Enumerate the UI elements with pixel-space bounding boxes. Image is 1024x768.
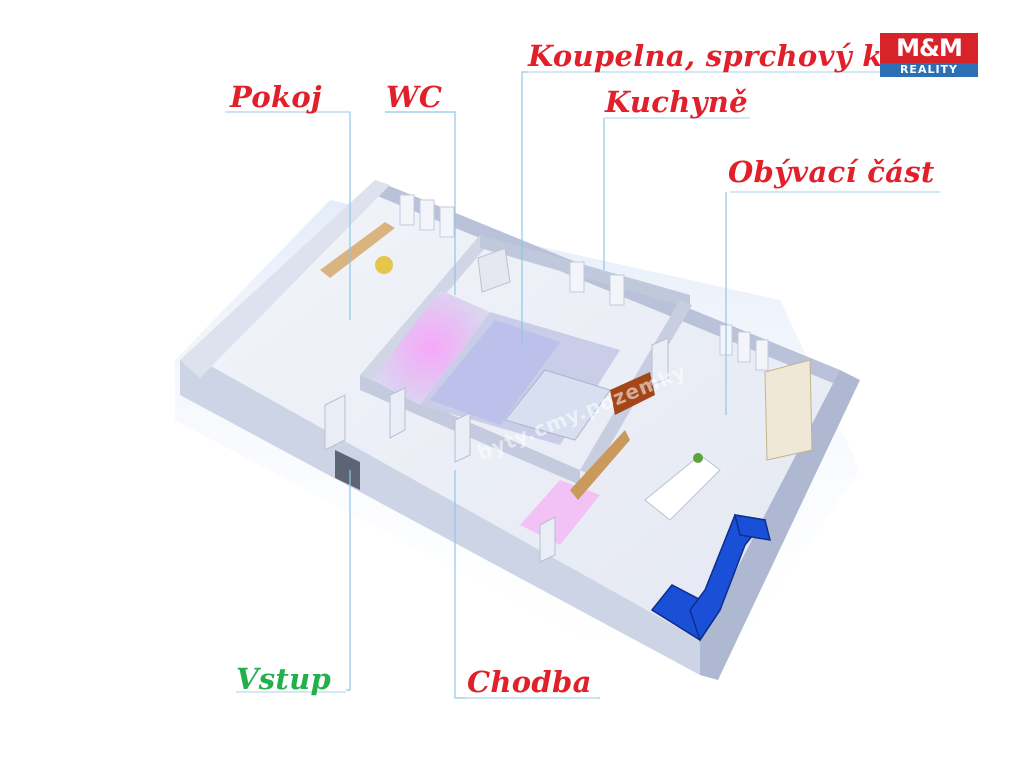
plant: [693, 453, 703, 463]
wardrobe: [477, 247, 511, 293]
bathroom-tint: [430, 320, 560, 425]
logo-wordmark: REALITY: [880, 63, 978, 77]
kitchen-counter: [610, 372, 655, 415]
front-wall-right: [700, 370, 860, 680]
left-wall: [180, 180, 390, 378]
wall-kitchen: [480, 235, 690, 308]
label-pokoj: Pokoj: [230, 80, 322, 114]
wc-room: [372, 290, 490, 405]
desk: [320, 222, 395, 278]
label-koupelna: Koupelna, sprchový kout: [528, 39, 938, 73]
tv-stand: [570, 430, 630, 500]
label-kuchyne: Kuchyně: [605, 85, 748, 119]
stool: [375, 256, 393, 274]
label-vstup: Vstup: [236, 662, 332, 696]
label-obyvaci: Obývací část: [728, 155, 935, 189]
windows: [399, 194, 769, 371]
label-wc: WC: [386, 80, 443, 114]
coffee-table: [644, 454, 721, 521]
leader-lines: [225, 71, 940, 699]
entrance-door: [335, 450, 360, 490]
shelf: [764, 359, 813, 461]
wall-room-left: [360, 235, 492, 380]
doors: [324, 337, 669, 563]
front-wall-left: [180, 360, 700, 675]
label-chodba: Chodba: [467, 665, 592, 699]
logo-mark: M&M: [880, 33, 978, 63]
sofa: [650, 514, 772, 642]
brand-logo: M&M REALITY: [880, 33, 978, 77]
